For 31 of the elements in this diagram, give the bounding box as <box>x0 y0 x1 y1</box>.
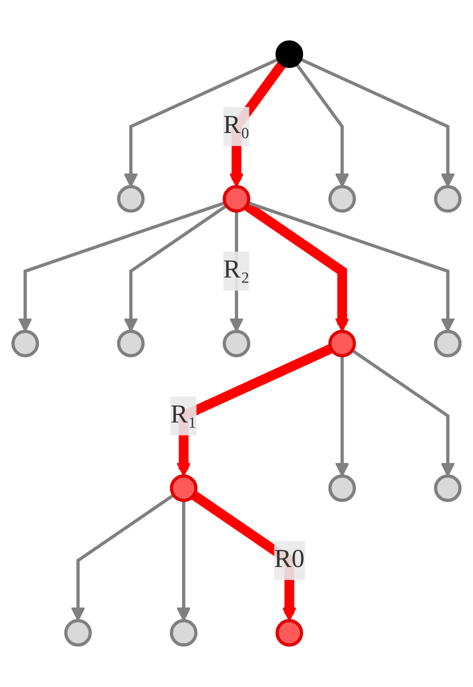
node-circle <box>170 474 198 502</box>
node-circle <box>434 185 462 213</box>
arrow <box>295 63 350 188</box>
arrow <box>351 349 455 477</box>
node-circle <box>434 474 462 502</box>
node-circle <box>328 330 356 358</box>
arrow <box>124 58 279 188</box>
arrow <box>248 201 455 332</box>
node-circle <box>222 185 250 213</box>
arrow <box>18 201 226 332</box>
arrow <box>70 494 175 622</box>
node-circle <box>222 330 250 358</box>
node-circle <box>170 619 198 647</box>
node-circle <box>328 474 356 502</box>
edge-label: R0 <box>274 546 304 574</box>
arrow <box>300 58 455 188</box>
node-circle <box>64 619 92 647</box>
arrow <box>176 500 191 622</box>
edge-label: R₁ <box>170 401 197 429</box>
arrow <box>335 356 350 477</box>
arrow <box>124 204 228 332</box>
node-circle <box>434 330 462 358</box>
arrow <box>176 344 334 477</box>
node-circle <box>11 330 40 358</box>
node-circle <box>276 619 304 647</box>
edge-label: R₀ <box>223 112 250 140</box>
node-circle <box>328 185 356 213</box>
node-circle <box>117 185 145 213</box>
node-circle <box>276 40 304 68</box>
node-circle <box>117 330 145 358</box>
edge-label: R₂ <box>223 256 250 284</box>
